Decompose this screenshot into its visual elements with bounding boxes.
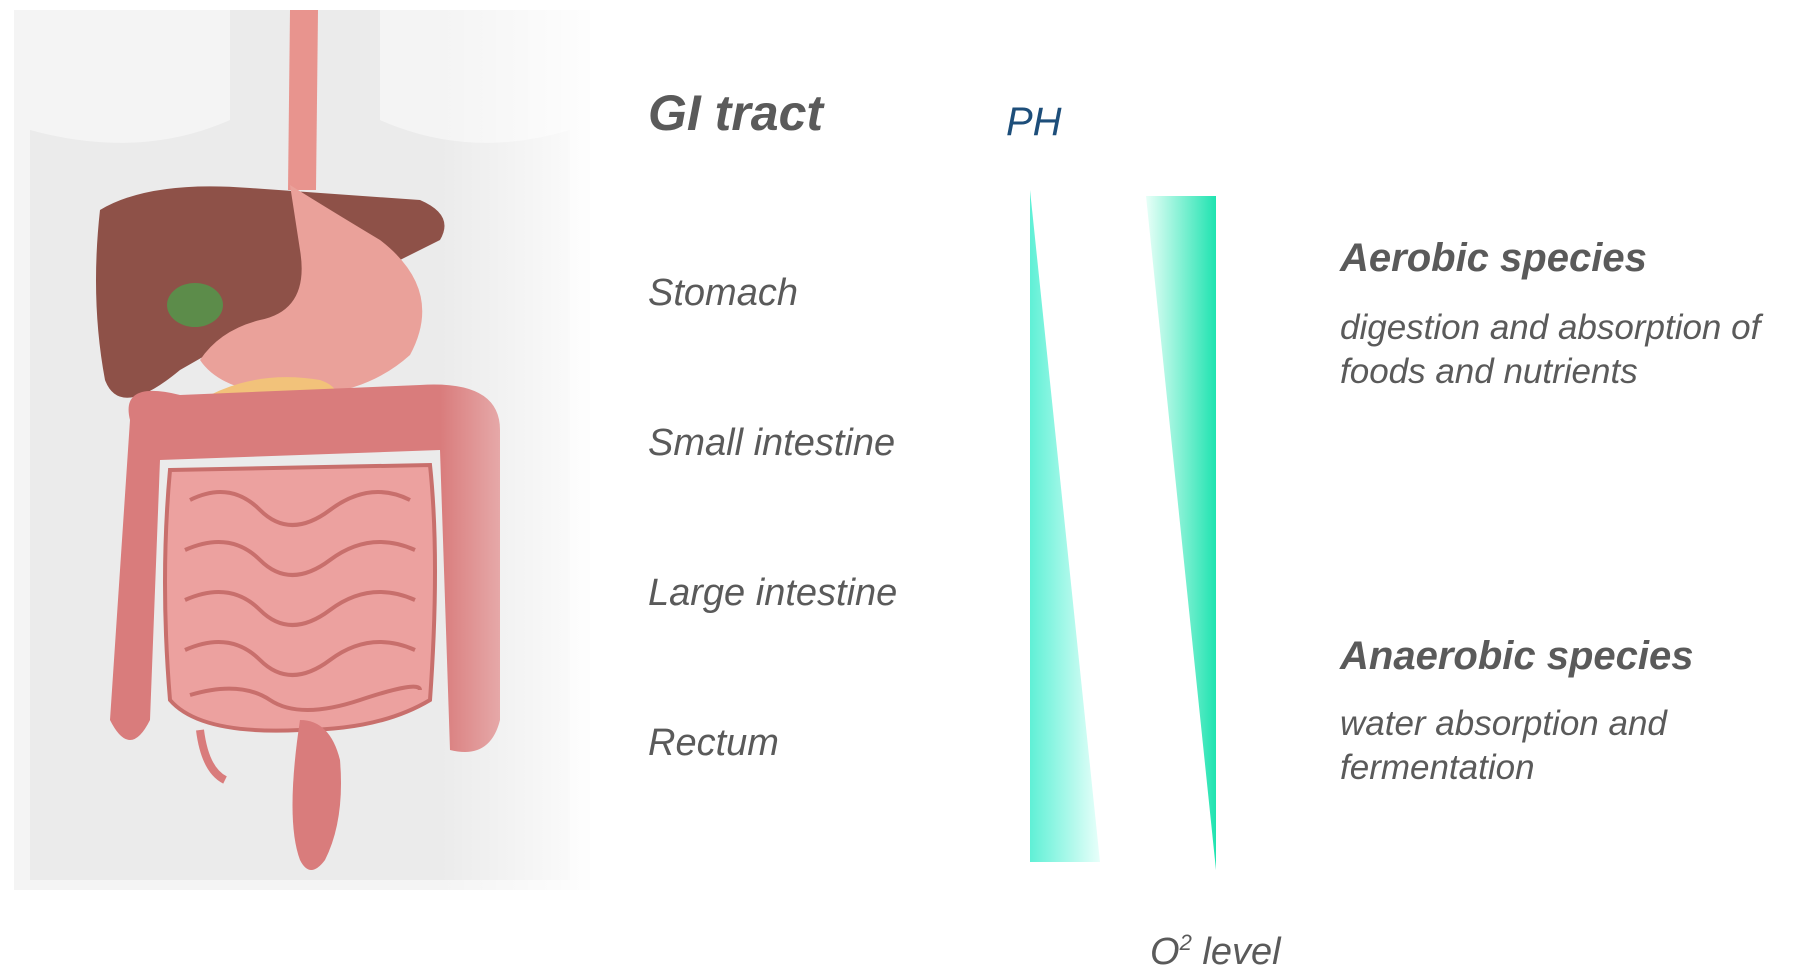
small-intestine <box>165 465 435 731</box>
anaerobic-species-description: water absorption and fermentation <box>1340 702 1799 790</box>
gradient-wedges <box>1000 180 1240 880</box>
anaerobic-species-title: Anaerobic species <box>1340 634 1694 679</box>
o2-gradient-wedge <box>1146 196 1216 870</box>
ph-gradient-wedge <box>1030 190 1100 862</box>
fade-overlay <box>440 10 590 890</box>
organ-label-small-intestine: Small intestine <box>648 422 895 465</box>
aerobic-species-description: digestion and absorption of foods and nu… <box>1340 306 1799 394</box>
organ-label-stomach: Stomach <box>648 272 798 315</box>
diagram-heading: GI tract <box>648 84 823 142</box>
ph-label: PH <box>1006 100 1062 145</box>
esophagus <box>288 10 318 190</box>
aerobic-species-title: Aerobic species <box>1340 236 1647 281</box>
organ-label-rectum: Rectum <box>648 722 779 765</box>
digestive-system-illustration <box>0 0 600 900</box>
o2-level-label: O2 level <box>1150 930 1281 974</box>
gallbladder <box>167 283 223 327</box>
organ-label-large-intestine: Large intestine <box>648 572 897 615</box>
o2-label-base: O <box>1150 931 1180 973</box>
o2-label-rest: level <box>1192 931 1281 973</box>
o2-label-superscript: 2 <box>1180 930 1192 955</box>
